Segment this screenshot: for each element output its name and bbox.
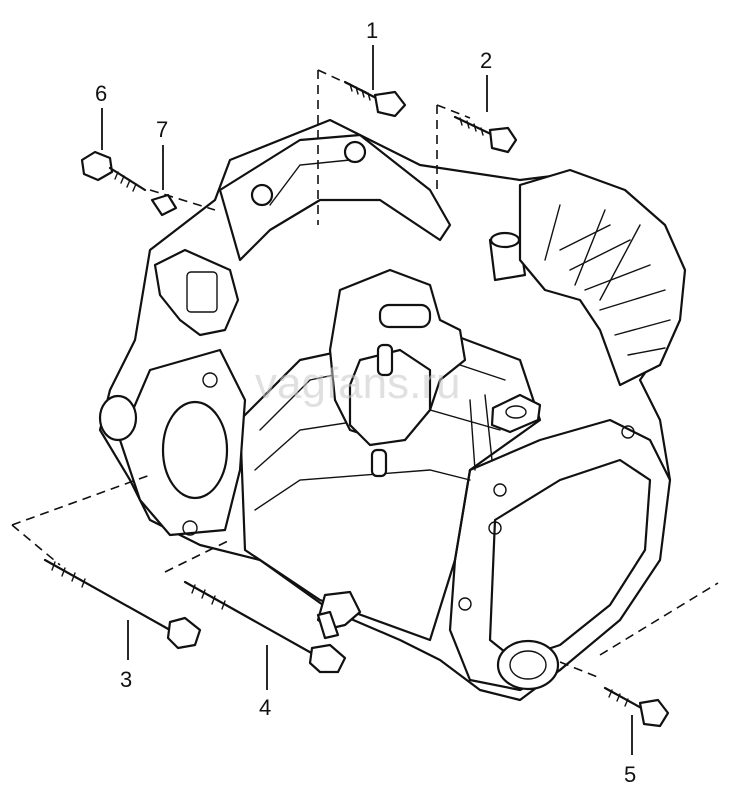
callout-7: 7: [156, 117, 168, 142]
bolt-6: [80, 150, 147, 192]
callout-5: 5: [624, 762, 636, 787]
bolt-1: [343, 80, 407, 118]
bolt-4: [183, 580, 347, 674]
watermark-text: vagfans.ru: [255, 359, 460, 408]
callout-3: 3: [120, 667, 132, 692]
callout-4: 4: [259, 695, 271, 720]
callout-labels: 1 2 6 7 3 4 5: [95, 18, 636, 787]
callout-1: 1: [366, 18, 378, 43]
callout-2: 2: [480, 48, 492, 73]
callout-leaders: [101, 45, 633, 755]
transmission-housing: [98, 118, 687, 702]
fastener-axis-lines: [11, 69, 719, 679]
sleeve-7: [150, 193, 178, 217]
bolt-5: [603, 686, 670, 728]
bolt-2: [453, 115, 518, 154]
bolt-3: [43, 558, 202, 650]
callout-6: 6: [95, 81, 107, 106]
